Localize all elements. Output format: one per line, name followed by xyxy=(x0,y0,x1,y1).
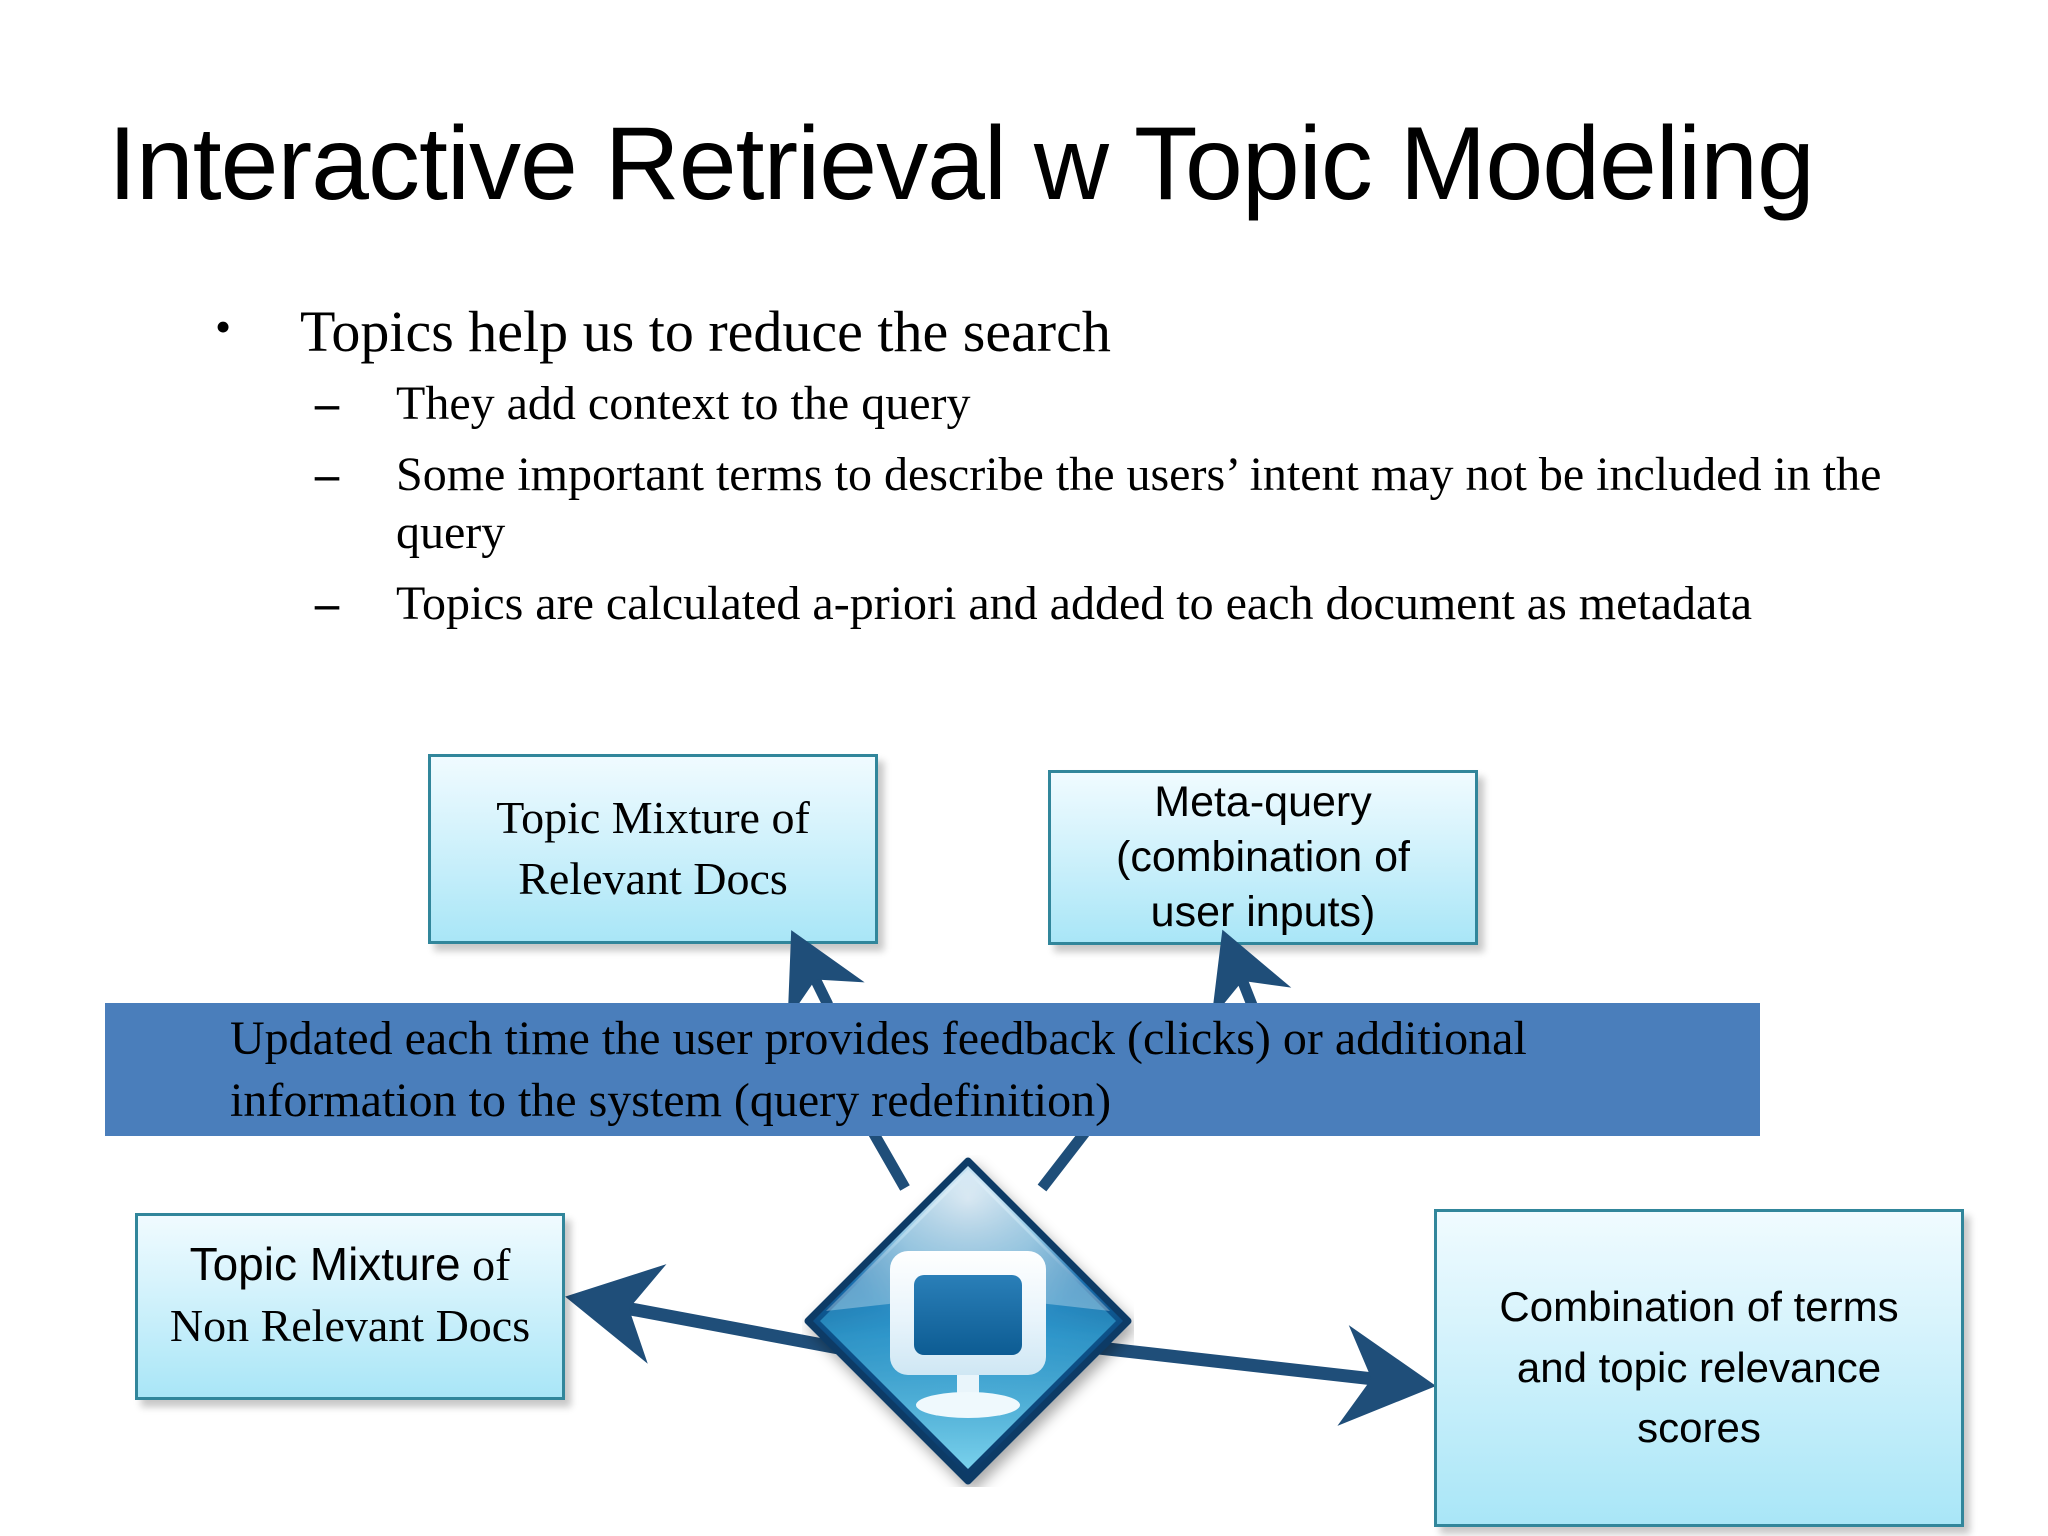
monitor-glyph xyxy=(890,1251,1046,1418)
computer-monitor-diamond-icon[interactable] xyxy=(802,1155,1134,1487)
box-line-text: Combination of terms xyxy=(1499,1282,1899,1330)
box-line-text: Topic Mixture xyxy=(189,1238,461,1290)
arrow-hub-to-combination xyxy=(1089,1325,1437,1426)
bullet-level2: – Topics are calculated a-priori and add… xyxy=(0,575,2048,634)
box-line-text: user inputs) xyxy=(1150,888,1376,937)
box-topic-mixture-relevant-docs[interactable]: Topic Mixture of Relevant Docs xyxy=(428,754,878,944)
box-line-text: Topic Mixture of xyxy=(496,792,810,844)
bullet-level1: • Topics help us to reduce the search xyxy=(0,299,2048,365)
dash-marker-icon: – xyxy=(315,447,339,501)
box-combination-of-terms-and-topic-relevance-scores[interactable]: Combination of terms and topic relevance… xyxy=(1434,1209,1964,1527)
box-meta-query[interactable]: Meta-query (combination of user inputs) xyxy=(1048,770,1478,945)
bullet-marker-icon: • xyxy=(215,301,232,352)
box-line-text: Meta-query xyxy=(1154,777,1372,826)
bullet-text: Topics help us to reduce the search xyxy=(300,299,1111,364)
banner-line-text: information to the system (query redefin… xyxy=(230,1073,1112,1127)
arrow-hub-to-nonrelevant xyxy=(565,1264,862,1364)
bullet-level2: – They add context to the query xyxy=(0,375,2048,434)
box-line-text: (combination of xyxy=(1116,832,1410,881)
bullet-text: Topics are calculated a-priori and added… xyxy=(396,576,1752,630)
banner-updated-each-time: Updated each time the user provides feed… xyxy=(105,1003,1760,1136)
box-line-text: Relevant Docs xyxy=(518,853,788,904)
box-line-text: and topic relevance xyxy=(1516,1343,1882,1391)
banner-line-text: Updated each time the user provides feed… xyxy=(230,1012,1527,1066)
page-title: Interactive Retrieval w Topic Modeling xyxy=(108,106,1815,222)
dash-marker-icon: – xyxy=(315,576,339,630)
dash-marker-icon: – xyxy=(315,376,339,430)
arrow-to-topic-relevant-box xyxy=(787,930,865,1021)
bullet-text: They add context to the query xyxy=(396,376,971,430)
box-line-text: scores xyxy=(1637,1404,1761,1452)
bullet-level2: – Some important terms to describe the u… xyxy=(0,446,2048,563)
box-line-text: Non Relevant Docs xyxy=(169,1299,531,1351)
box-line-text-suffix: of xyxy=(460,1239,511,1290)
box-topic-mixture-non-relevant-docs[interactable]: Topic Mixture of Non Relevant Docs xyxy=(135,1213,565,1400)
arrow-to-meta-query-box xyxy=(1211,929,1292,1020)
bullet-text: Some important terms to describe the use… xyxy=(396,447,1882,560)
bullet-list: • Topics help us to reduce the search – … xyxy=(0,299,2048,645)
